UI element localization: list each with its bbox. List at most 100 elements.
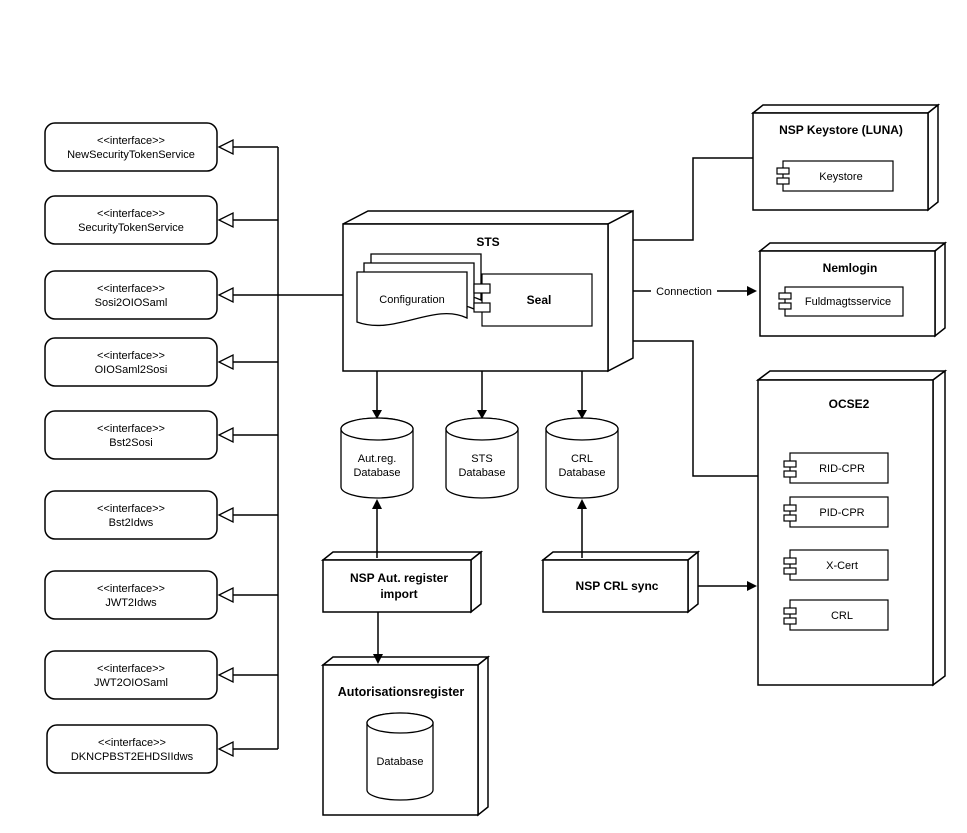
node-front [542,559,689,613]
configuration-document-icon: Configuration [356,253,482,327]
ocse2-node-top-face [755,370,948,381]
interface-stereotype: <<interface>> [97,283,165,295]
database-label-line1: STS [471,453,492,465]
cylinder-top [445,417,519,441]
interface-list: <<interface>> NewSecurityTokenService <<… [44,122,343,774]
nemlogin-node: Nemlogin Fuldmagtsservice [757,241,948,338]
nemlogin-node-top-face [757,242,948,252]
interface-box [44,570,218,620]
interface-name: OIOSaml2Sosi [95,364,168,376]
cylinder-top [545,417,619,441]
component-port-icon [473,283,491,294]
keystore-node-top-face [750,104,941,114]
component-port-icon [783,504,797,512]
nemlogin-node-title: Nemlogin [823,261,878,275]
interface-box [44,650,218,700]
component-label: CRL [831,610,853,622]
database-label-line2: Database [458,467,505,479]
realization-arrowhead-icon [217,586,234,604]
node-top-face [320,551,484,561]
database-label-line2: Database [558,467,605,479]
fuldmagtsservice-component-box [784,286,904,317]
realization-arrowhead-icon [217,286,234,304]
arrowhead-icon [477,410,487,419]
sts-to-keystore-line [633,157,753,241]
component-port-icon [776,167,790,175]
interface-sosi2oiosaml: <<interface>> Sosi2OIOSaml [44,270,343,320]
interface-name: DKNCPBST2EHDSIIdws [71,751,194,763]
connectors: Connection [372,157,758,664]
node-top-face [320,656,491,666]
connection-label-background [651,282,717,298]
keystore-component-box [782,160,894,192]
nsp-crl-sync-node: NSP CRL sync [540,550,701,614]
interface-box [44,337,218,387]
database-label-line2: Database [353,467,400,479]
nemlogin-node-right-face [934,241,946,338]
arrowhead-icon [577,499,587,509]
interface-box [46,724,218,774]
component-box [789,549,889,581]
interface-stereotype: <<interface>> [97,135,165,147]
autorisationsregister-node: Autorisationsregister Database [320,655,491,817]
realization-arrowhead-icon [217,211,234,229]
component-box [789,452,889,484]
realization-arrowhead-icon [217,426,234,444]
ocse2-node-front [757,379,934,686]
ocse2-node: OCSE2 RID-CPR PID-CPR X-Cert CRL [755,369,948,687]
sts-title: STS [476,235,499,249]
interface-stereotype: <<interface>> [97,583,165,595]
arrowhead-icon [747,286,757,296]
node-front [322,559,472,613]
x-cert-component: X-Cert [783,549,889,581]
node-title-line1: NSP Aut. register [350,571,448,585]
interface-name: Bst2Idws [109,517,154,529]
interface-name: JWT2OIOSaml [94,677,168,689]
node-top-face [540,551,701,561]
interface-stereotype: <<interface>> [97,503,165,515]
component-port-icon [783,617,797,625]
node-right-face [477,655,489,817]
interface-name: SecurityTokenService [78,222,184,234]
keystore-node-title: NSP Keystore (LUNA) [779,123,903,137]
arrowhead-icon [747,581,757,591]
component-label: RID-CPR [819,463,865,475]
node-title: NSP CRL sync [576,579,659,593]
crl-component: CRL [783,599,889,631]
component-label: PID-CPR [819,507,864,519]
sts-node-top-face [342,210,634,225]
interface-dkncpbst2ehdsiidws: <<interface>> DKNCPBST2EHDSIIdws [46,724,278,774]
component-box [789,496,889,528]
interface-securitytokenservice: <<interface>> SecurityTokenService [44,195,278,245]
node-title-line2: import [380,587,417,601]
interface-bst2sosi: <<interface>> Bst2Sosi [44,410,278,460]
rid-cpr-component: RID-CPR [783,452,889,484]
component-port-icon [778,292,792,300]
interface-oiosaml2sosi: <<interface>> OIOSaml2Sosi [44,337,278,387]
interface-jwt2idws: <<interface>> JWT2Idws [44,570,278,620]
database-label-line1: Aut.reg. [358,453,397,465]
sts-node-right-face [607,209,634,373]
arrowhead-icon [373,654,383,664]
realization-arrowhead-icon [217,666,234,684]
interface-stereotype: <<interface>> [97,663,165,675]
component-port-icon [473,302,491,313]
realization-arrowhead-icon [217,353,234,371]
database-cylinders: Aut.reg. Database STS Database CRL Datab… [340,417,619,499]
keystore-component-label: Keystore [819,171,862,183]
component-port-icon [778,302,792,310]
pid-cpr-component: PID-CPR [783,496,889,528]
realization-arrowhead-icon [217,506,234,524]
keystore-node-right-face [927,103,939,212]
fuldmagtsservice-component-label: Fuldmagtsservice [805,296,891,308]
arrowhead-icon [577,410,587,419]
node-title: Autorisationsregister [338,685,465,699]
connection-label: Connection [656,286,712,298]
interface-box [44,270,218,320]
ocse2-node-right-face [932,369,946,687]
configuration-label: Configuration [379,294,444,306]
component-box [789,599,889,631]
component-port-icon [783,470,797,478]
